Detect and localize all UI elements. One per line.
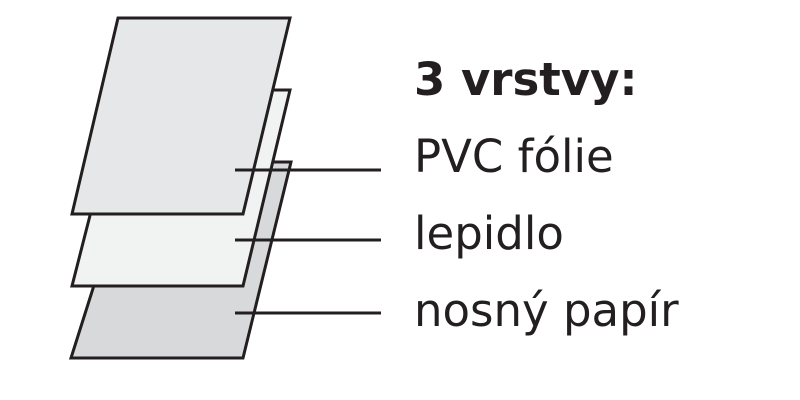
diagram-heading: 3 vrstvy: [414, 53, 638, 106]
layer-label-nosny-papir: nosný papír [414, 284, 679, 337]
layer-label-pvc-folie: PVC fólie [414, 130, 614, 183]
layer-label-lepidlo: lepidlo [414, 207, 564, 260]
sheet-pvc-folie [70, 16, 292, 216]
